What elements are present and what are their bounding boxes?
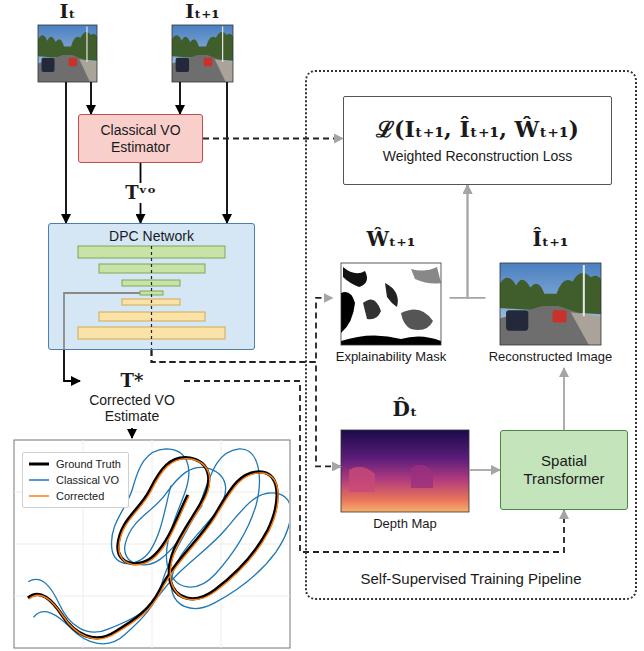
node-label: Self-Supervised Training Pipeline	[361, 570, 582, 588]
node-label: Explainability Mask	[336, 350, 447, 365]
reconstructed-photo	[500, 263, 601, 345]
legend-text: Ground Truth	[56, 458, 121, 470]
legend-line	[29, 495, 49, 497]
legend-row: Ground Truth	[28, 456, 121, 472]
legend-line-sample	[28, 459, 50, 469]
edge-label-holder: Tᵛᵒ	[122, 183, 159, 204]
connector	[90, 82, 92, 114]
network-layers	[151, 246, 152, 350]
process-box: Classical VO Estimator	[78, 114, 203, 163]
trajectory-plot	[22, 443, 289, 647]
explainability-mask-image	[341, 263, 441, 345]
legend-box: Ground TruthClassical VO Corrected	[22, 452, 129, 508]
math-label: T*	[121, 370, 144, 392]
input-photo	[38, 25, 97, 82]
connector	[140, 163, 142, 223]
trajectory-plot	[152, 440, 153, 648]
input-photo	[172, 25, 233, 82]
connector	[563, 368, 565, 430]
depth-map-image	[411, 465, 433, 488]
pipeline-region: Self-Supervised Training Pipeline ℒ(Iₜ₊₁,…	[305, 70, 637, 600]
node-label: Reconstructed Image	[489, 350, 613, 365]
connector	[179, 82, 181, 114]
legend-row: Corrected	[28, 488, 121, 504]
trajectory-plot	[14, 440, 290, 648]
node-label: Weighted Reconstruction Loss	[383, 148, 573, 165]
input-image: Iₜ₊₁	[172, 1, 233, 82]
legend-line-sample	[28, 491, 50, 501]
explainability-mask-image	[411, 267, 441, 284]
depth-map-image	[349, 467, 375, 492]
edge-label: Tᵛᵒ	[122, 183, 159, 204]
reconstructed-photo	[500, 263, 601, 345]
mask-image: Ŵₜ₊₁ Explainability Mask	[333, 228, 450, 368]
input-photo	[38, 25, 97, 82]
connector	[65, 82, 67, 223]
math-label: Iₜ	[60, 1, 76, 23]
connector	[469, 469, 500, 471]
input-photo	[172, 25, 233, 82]
trajectory-plot	[14, 440, 290, 648]
input-photo	[38, 25, 97, 82]
network-fill	[48, 223, 255, 350]
network-layers	[64, 246, 225, 350]
legend-line	[29, 479, 49, 481]
node-label: Classical VO Estimator	[87, 122, 194, 156]
loss-box: ℒ(Iₜ₊₁, Îₜ₊₁, Ŵₜ₊₁) Weighted Reconstructi…	[343, 96, 612, 185]
math-label: D̂ₜ	[393, 398, 418, 421]
output-estimate: T*Corrected VO Estimate	[80, 370, 184, 425]
explainability-mask-image	[341, 335, 441, 345]
connector	[152, 350, 342, 466]
legend-row: Classical VO	[28, 472, 121, 488]
reconstructed-photo	[500, 263, 601, 345]
network-layers	[64, 293, 140, 350]
explainability-mask-image	[341, 292, 355, 333]
connector	[468, 185, 486, 298]
explainability-mask-image	[343, 267, 367, 287]
node-label: Spatial Transformer	[509, 452, 619, 488]
math-label: Ŵₜ₊₁	[366, 228, 415, 251]
explainability-mask-image	[401, 309, 433, 330]
explainability-mask-image	[341, 263, 441, 345]
input-photo	[172, 25, 233, 82]
connector	[203, 138, 343, 140]
transformer-box: Spatial Transformer	[500, 430, 628, 510]
network-box: DPC Network	[48, 223, 255, 350]
connector	[450, 185, 468, 298]
node-label: Corrected VO Estimate	[80, 392, 184, 426]
depth-image: D̂ₜDepth Map	[341, 398, 469, 535]
math-label: ℒ(Iₜ₊₁, Îₜ₊₁, Ŵₜ₊₁)	[376, 116, 579, 142]
output-arrow	[131, 428, 133, 438]
math-label: Iₜ₊₁	[185, 1, 219, 23]
connector	[226, 82, 228, 223]
trajectory-plot	[28, 458, 277, 638]
trajectory-plot	[221, 440, 222, 648]
reconstructed-image: Îₜ₊₁ Reconstructed Image	[486, 228, 616, 368]
network-fill	[48, 223, 255, 350]
legend-text: Corrected	[56, 490, 104, 502]
input-image: Iₜ	[38, 1, 97, 82]
node-label: Depth Map	[373, 517, 437, 532]
node-label: DPC Network	[109, 228, 194, 245]
depth-map-image	[341, 430, 469, 512]
explainability-mask-image	[341, 263, 441, 345]
explainability-mask-image	[363, 299, 381, 319]
legend-line-sample	[28, 475, 50, 485]
depth-map-image	[341, 430, 469, 512]
trajectory-plot	[7, 432, 296, 651]
trajectory-plot	[83, 440, 84, 648]
trajectory-plot	[15, 441, 289, 647]
math-label: Îₜ₊₁	[532, 228, 568, 251]
depth-map-image	[341, 430, 469, 512]
explainability-mask-image	[385, 283, 398, 307]
connector	[64, 350, 80, 381]
legend-line	[29, 463, 49, 466]
output-arrow	[132, 428, 133, 438]
legend-text: Classical VO	[56, 474, 119, 486]
trajectory-plot	[15, 441, 286, 647]
trajectory-plot	[29, 459, 278, 639]
